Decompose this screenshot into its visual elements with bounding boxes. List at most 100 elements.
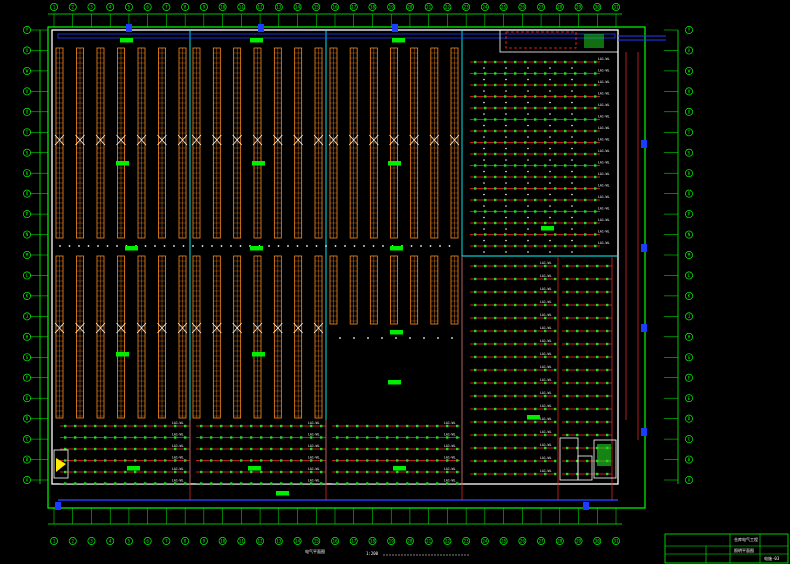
tray-fitting — [124, 470, 127, 474]
tray-fitting — [200, 470, 203, 474]
tray-fitting — [544, 60, 547, 64]
tray-fitting — [300, 459, 303, 462]
circuit-label: LA1-WL — [598, 195, 610, 199]
tray-fitting — [576, 368, 579, 372]
rack-cross — [75, 322, 85, 334]
circuit-tag-block — [248, 466, 261, 471]
light-fixture — [451, 337, 453, 339]
light-fixture — [353, 337, 355, 339]
tray-fitting — [514, 342, 517, 346]
axis-bubble — [274, 537, 283, 545]
tray-fitting — [260, 470, 263, 474]
light-fixture — [505, 193, 507, 196]
tray-fitting — [534, 342, 537, 346]
tray-fitting — [164, 424, 167, 428]
tray-fitting — [260, 436, 263, 439]
tray-fitting — [544, 381, 547, 385]
light-fixture — [287, 245, 289, 247]
tray-fitting — [554, 175, 557, 179]
tray-fitting — [396, 447, 399, 451]
axis-bubble — [256, 3, 265, 11]
stair-block — [559, 437, 617, 481]
axis-bubble — [685, 230, 693, 239]
tray-fitting — [84, 424, 87, 428]
circuit-label: LA1-WL — [598, 241, 610, 245]
tray-fitting — [494, 164, 497, 167]
circuit-label: LA1-WL — [540, 365, 552, 369]
tray-fitting — [74, 447, 77, 451]
light-fixture — [571, 159, 573, 161]
rack-cross — [252, 322, 263, 334]
axis-bubble — [387, 537, 396, 545]
axis-bubble — [387, 3, 396, 11]
tray-fitting — [200, 482, 203, 485]
tray-fitting — [554, 329, 557, 333]
tray-fitting — [144, 482, 147, 485]
light-fixture — [549, 193, 551, 196]
tray-fitting — [504, 210, 507, 213]
light-fixture — [527, 67, 529, 69]
tray-fitting — [584, 187, 587, 190]
tray-fitting — [554, 381, 557, 385]
tray-fitting — [576, 446, 579, 450]
tray-fitting — [164, 482, 167, 485]
tray-fitting — [484, 290, 487, 294]
caption-scale: 1:200 — [366, 551, 379, 556]
tray-fitting — [576, 394, 579, 398]
tray-fitting — [184, 470, 187, 474]
tray-fitting — [494, 355, 497, 359]
tray-fitting — [320, 424, 323, 428]
tray-fitting — [606, 368, 609, 372]
tray-fitting — [386, 436, 389, 439]
tray-fitting — [320, 470, 323, 474]
tray-fitting — [554, 83, 557, 87]
tray-fitting — [336, 482, 339, 485]
tray-fitting — [606, 381, 609, 385]
axis-bubble — [237, 3, 246, 11]
axis-bubble — [23, 26, 31, 34]
tray-fitting — [576, 420, 579, 424]
tray-fitting — [456, 424, 459, 428]
tray-fitting — [514, 60, 517, 64]
tray-fitting — [566, 316, 569, 320]
title-block: 仓库电气工程 照明平面图 电施-03 — [664, 533, 789, 564]
circuit-label: LA1-WL — [444, 456, 456, 460]
axis-label: 4 — [109, 5, 112, 10]
tray-fitting — [596, 303, 599, 307]
tray-fitting — [250, 424, 253, 428]
tray-fitting — [320, 459, 323, 462]
tray-fitting — [534, 187, 537, 190]
circuit-label: LA1-WL — [444, 421, 456, 425]
light-fixture — [344, 245, 346, 247]
axis-label: 18 — [370, 539, 376, 544]
axis-bubble — [518, 537, 527, 545]
tray-fitting — [524, 446, 527, 450]
tray-fitting — [586, 459, 589, 463]
tray-fitting — [494, 187, 497, 190]
tray-fitting — [184, 459, 187, 462]
tray-fitting — [494, 60, 497, 64]
circuit-label: LA1-WL — [540, 456, 552, 460]
axis-label: C — [26, 437, 29, 442]
tray-fitting — [474, 277, 477, 281]
tray-fitting — [504, 152, 507, 156]
tray-fitting — [300, 447, 303, 451]
tray-fitting — [290, 470, 293, 474]
axis-label: S — [688, 150, 691, 155]
tray-fitting — [230, 424, 233, 428]
tray-fitting — [504, 446, 507, 450]
light-fixture — [549, 113, 551, 115]
rack-cross — [136, 322, 147, 334]
light-fixture — [505, 113, 507, 115]
tray-fitting — [554, 407, 557, 411]
axis-bubble — [331, 3, 339, 11]
tray-fitting — [514, 164, 517, 167]
tray-fitting — [504, 407, 507, 411]
tray-fitting — [504, 72, 507, 75]
tray-fitting — [494, 95, 497, 98]
rack-cross — [157, 322, 167, 334]
tray-fitting — [446, 482, 449, 485]
tray-fitting — [94, 424, 97, 428]
tray-fitting — [574, 164, 577, 167]
tray-fitting — [554, 152, 557, 156]
